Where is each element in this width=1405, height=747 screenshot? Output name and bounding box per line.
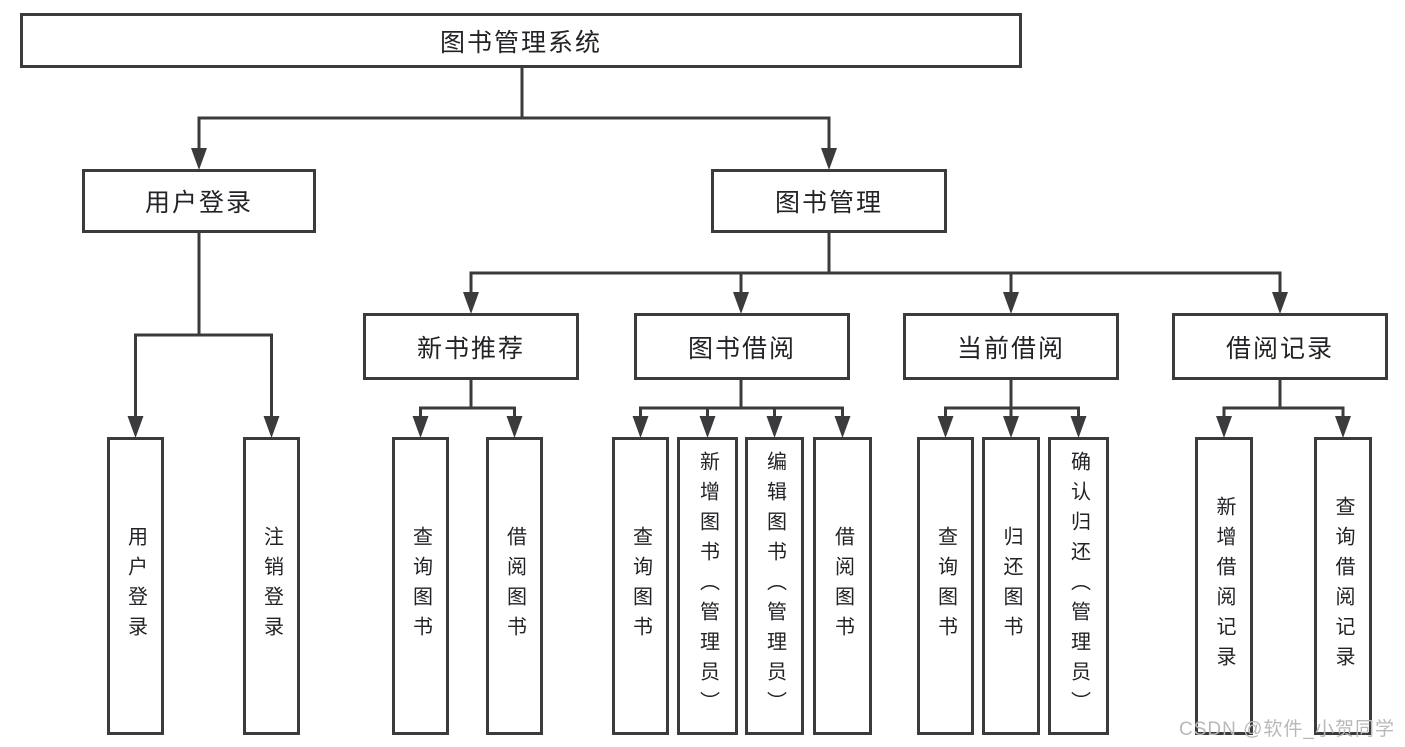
leaf-query-books-current: 查询图书 [917,437,974,735]
node-library-management-system: 图书管理系统 [20,13,1022,68]
leaf-query-borrow-record: 查询借阅记录 [1314,437,1372,735]
leaf-label: 查询图书 [934,526,957,646]
leaf-borrow-books-recommend: 借阅图书 [486,437,543,735]
node-label: 新书推荐 [416,334,525,363]
node-label: 借阅记录 [1225,334,1334,363]
node-label: 当前借阅 [956,334,1065,363]
leaf-add-borrow-record: 新增借阅记录 [1195,437,1253,735]
leaf-label: 查询图书 [409,526,432,646]
leaf-label: 注销登录 [260,526,283,646]
node-label: 图书借阅 [687,334,796,363]
leaf-borrow-books: 借阅图书 [813,437,872,735]
leaf-label: 新增图书（管理员） [696,451,719,721]
node-label: 图书管理 [774,189,883,217]
node-current-borrow: 当前借阅 [903,313,1119,380]
leaf-query-books-borrow: 查询图书 [612,437,669,735]
leaf-label: 查询图书 [629,526,652,646]
leaf-user-login: 用户登录 [107,437,164,735]
node-label: 图书管理系统 [439,28,602,57]
leaf-logout: 注销登录 [243,437,300,735]
leaf-label: 查询借阅记录 [1332,496,1354,676]
leaf-label: 新增借阅记录 [1213,496,1235,676]
leaf-label: 用户登录 [124,526,147,646]
leaf-add-book-admin: 新增图书（管理员） [677,437,738,735]
leaf-edit-book-admin: 编辑图书（管理员） [745,437,804,735]
node-book-borrow: 图书借阅 [634,313,850,380]
node-new-book-recommend: 新书推荐 [363,313,579,380]
leaf-label: 编辑图书（管理员） [763,451,786,721]
node-label: 用户登录 [144,189,253,217]
leaf-label: 借阅图书 [503,526,526,646]
leaf-label: 确认归还（管理员） [1067,451,1090,721]
leaf-confirm-return-admin: 确认归还（管理员） [1048,437,1109,735]
leaf-label: 借阅图书 [831,526,854,646]
watermark: CSDN @软件_小贺同学 [1179,719,1395,740]
node-book-management: 图书管理 [711,169,947,233]
node-user-login: 用户登录 [82,169,316,233]
leaf-label: 归还图书 [1000,526,1022,646]
leaf-return-books: 归还图书 [982,437,1040,735]
leaf-query-books-recommend: 查询图书 [392,437,449,735]
arrowhead-icons [127,148,1351,438]
node-borrow-records: 借阅记录 [1172,313,1388,380]
